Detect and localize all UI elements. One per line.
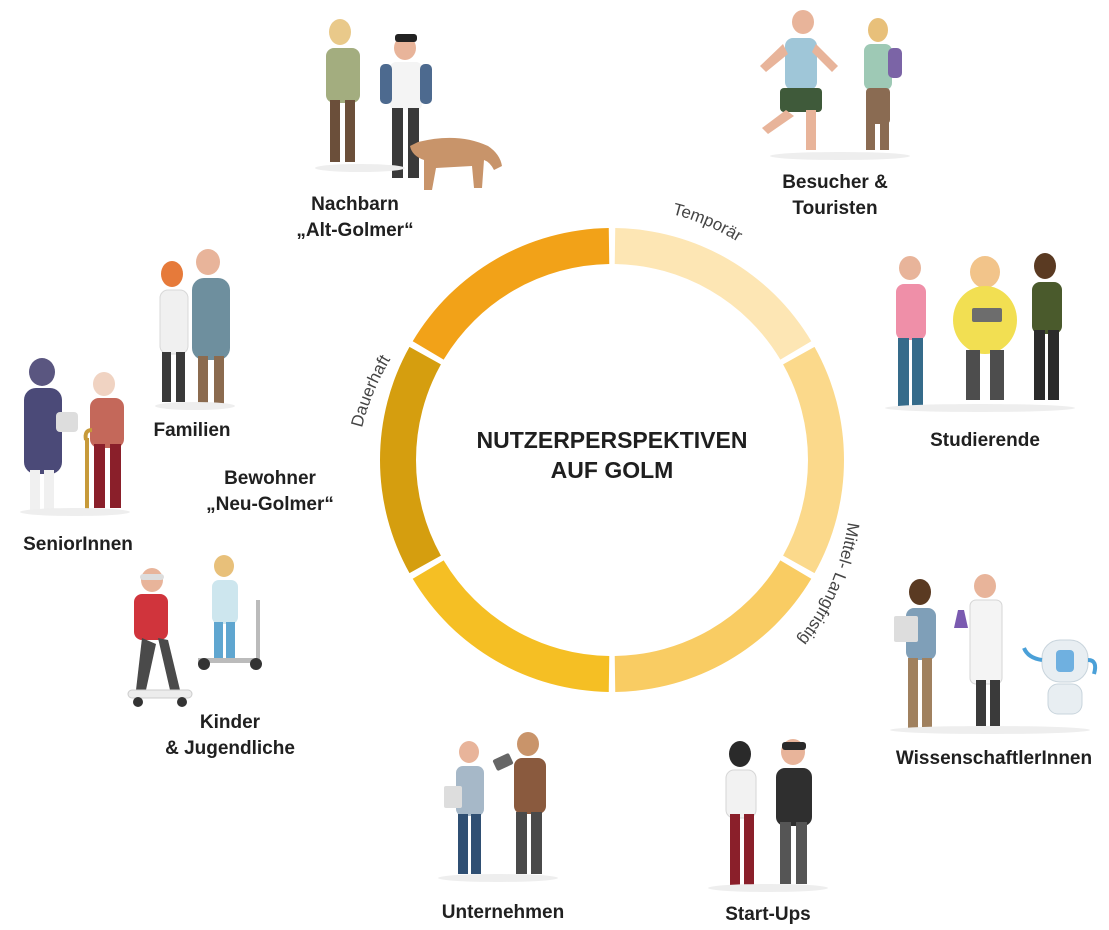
companies-illustration [438, 732, 558, 882]
label-unternehmen: Unternehmen [441, 902, 565, 923]
label-seniorinnen: SeniorInnen [23, 534, 133, 555]
visitors-illustration [760, 10, 910, 160]
label-nachbarn-alt-golmer: Nachbarn„Alt-Golmer“ [296, 194, 414, 241]
ring-segment-5 [380, 346, 441, 574]
ring-segment-3 [614, 560, 812, 692]
startups-illustration [708, 739, 828, 892]
label-wissenschaftlerinnen: WissenschaftlerInnen [895, 748, 1093, 769]
center-title-line-1: NUTZERPERSPEKTIVEN [477, 427, 748, 453]
ring-segment-4 [412, 560, 610, 692]
donut-ring [380, 228, 844, 692]
kids-illustration [127, 555, 262, 707]
label-studierende: Studierende [930, 430, 1040, 451]
ring-segment-1 [614, 228, 812, 360]
label-kinder-jugendliche: Kinder& Jugendliche [165, 712, 295, 759]
ring-segment-6 [412, 228, 610, 360]
center-title-line-2: AUF GOLM [551, 457, 674, 483]
ring-segment-2 [783, 346, 844, 574]
arc-label-temporaer: Temporär [671, 199, 746, 245]
scientists-illustration [890, 574, 1098, 734]
label-besucher-touristen: Besucher &Touristen [782, 172, 888, 219]
students-illustration [885, 253, 1075, 412]
seniors-illustration [20, 358, 130, 516]
label-bewohner-neu-golmer: Bewohner„Neu-Golmer“ [206, 468, 334, 515]
label-familien: Familien [153, 420, 231, 441]
family-illustration [155, 249, 235, 410]
neighbours-illustration [315, 19, 502, 190]
label-start-ups: Start-Ups [725, 904, 811, 925]
